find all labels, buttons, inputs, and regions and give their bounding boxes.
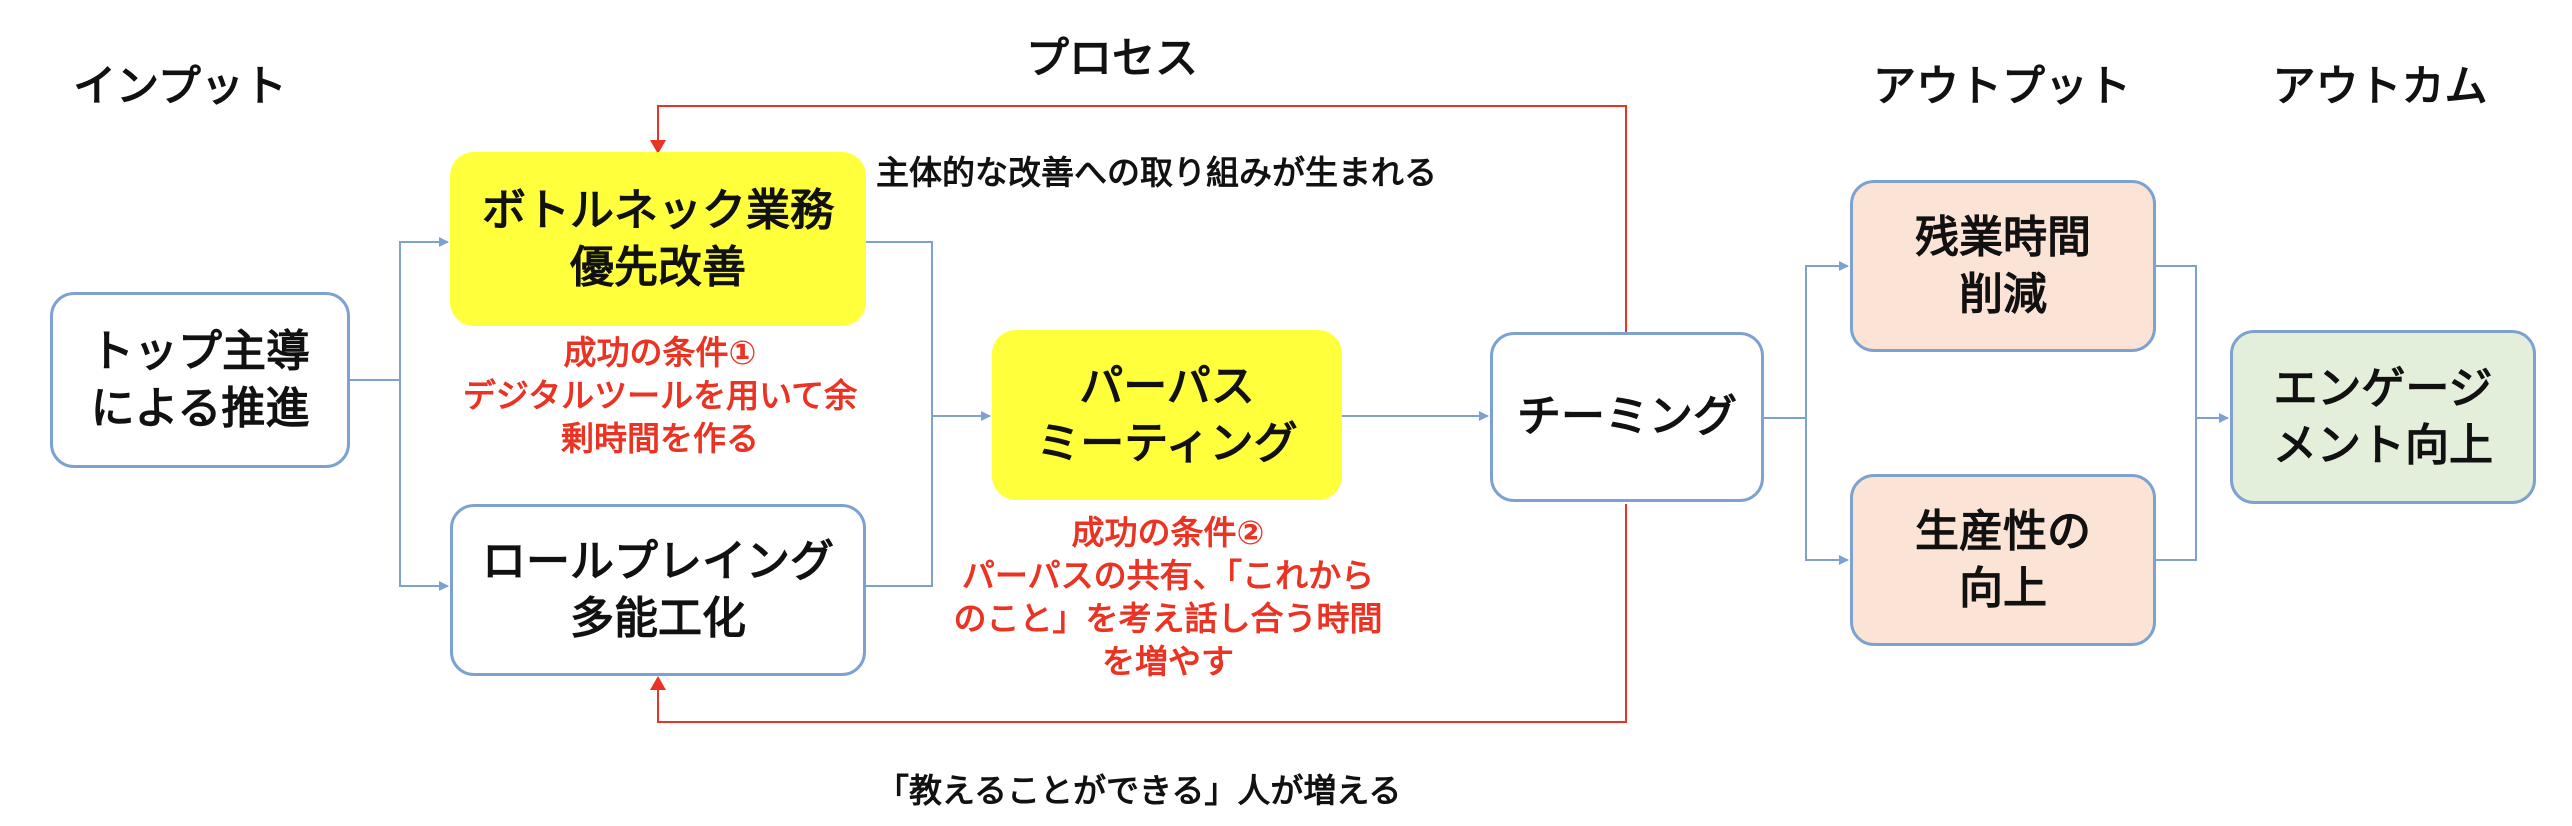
node-bottleneck: ボトルネック業務 優先改善 xyxy=(450,152,866,326)
node-productivity-line-1: 生産性の xyxy=(1915,505,2091,557)
node-roleplay-line-2: 多能工化 xyxy=(570,593,746,644)
condition-1-line-2: 剰時間を作る xyxy=(560,418,759,458)
header-outcome: アウトカム xyxy=(2272,62,2488,112)
node-overtime-line-2: 削減 xyxy=(1959,269,2047,320)
success-condition-1: 成功の条件① デジタルツールを用いて余 剰時間を作る xyxy=(463,332,857,461)
connector-overtime-to-engagement xyxy=(2156,265,2229,423)
connector-roleplay-to-purpose xyxy=(866,415,990,587)
success-condition-2: 成功の条件② パーパスの共有、「これから のこと」を考え話し合う時間 を増やす xyxy=(954,512,1383,684)
node-productivity: 生産性の 向上 xyxy=(1850,474,2156,646)
condition-1-line-1: デジタルツールを用いて余 xyxy=(462,375,858,415)
feedback-loop-bottom xyxy=(657,504,1627,723)
feedback-label-bottom: 「教えることができる」人が増える xyxy=(876,771,1402,810)
node-overtime-line-1: 残業時間 xyxy=(1915,211,2091,263)
node-roleplay-line-1: ロールプレイング xyxy=(482,535,834,587)
node-teaming: チーミング xyxy=(1490,332,1764,502)
connector-teaming-to-overtime xyxy=(1764,261,1849,419)
feedback-arrowhead-bottom xyxy=(650,676,666,690)
node-top-leadership: トップ主導 による推進 xyxy=(50,292,350,468)
node-teaming-line-1: チーミング xyxy=(1517,391,1737,443)
condition-2-line-3: を増やす xyxy=(1102,641,1234,681)
connector-bottleneck-to-purpose xyxy=(866,241,991,421)
condition-2-title: 成功の条件② xyxy=(1071,513,1265,552)
condition-1-title: 成功の条件① xyxy=(563,333,757,372)
node-purpose-meeting: パーパス ミーティング xyxy=(992,330,1342,500)
condition-2-line-2: のこと」を考え話し合う時間 xyxy=(953,598,1383,638)
node-roleplay: ロールプレイング 多能工化 xyxy=(450,504,866,676)
connector-top-to-bottleneck xyxy=(350,237,449,381)
header-process: プロセス xyxy=(1026,34,1198,84)
node-top-line-2: による推進 xyxy=(90,383,310,434)
node-engagement-line-1: エンゲージ xyxy=(2273,362,2493,414)
connector-teaming-to-productivity xyxy=(1764,417,1849,565)
node-bottleneck-line-2: 優先改善 xyxy=(570,242,746,293)
header-output: アウトプット xyxy=(1873,62,2131,112)
node-engagement: エンゲージ メント向上 xyxy=(2230,330,2536,504)
connector-top-to-roleplay xyxy=(350,379,449,591)
node-bottleneck-line-1: ボトルネック業務 xyxy=(482,184,834,236)
header-input: インプット xyxy=(73,62,287,112)
node-top-line-1: トップ主導 xyxy=(90,325,310,377)
feedback-loop-top xyxy=(657,105,1627,336)
feedback-label-top: 主体的な改善への取り組みが生まれる xyxy=(876,153,1437,192)
condition-2-line-1: パーパスの共有、「これから xyxy=(961,555,1375,595)
node-purpose-line-1: パーパス xyxy=(1079,360,1255,412)
feedback-arrowhead-top xyxy=(650,140,666,154)
node-productivity-line-2: 向上 xyxy=(1959,563,2047,614)
node-purpose-line-2: ミーティング xyxy=(1036,418,1298,469)
node-overtime-reduction: 残業時間 削減 xyxy=(1850,180,2156,352)
connector-productivity-to-engagement xyxy=(2156,418,2197,561)
node-engagement-line-2: メント向上 xyxy=(2273,420,2493,471)
